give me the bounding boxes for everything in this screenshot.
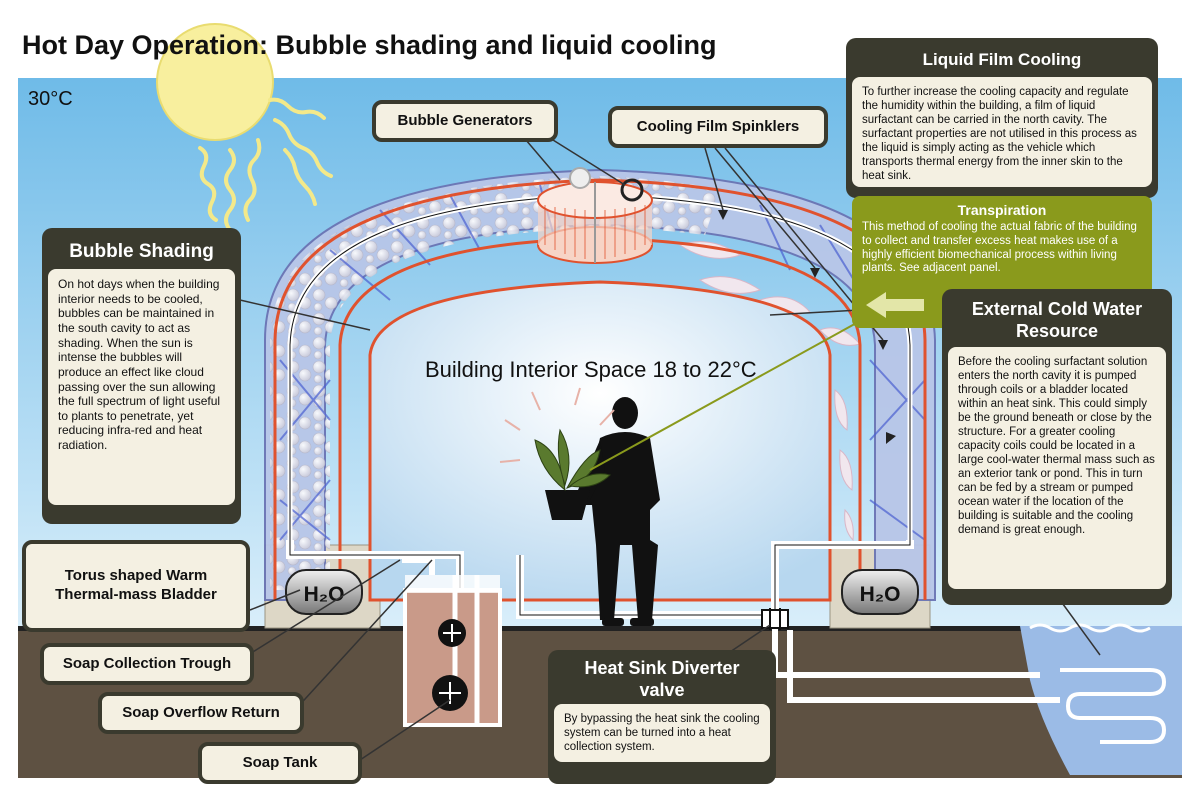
callout-soap-collection-trough-label: Soap Collection Trough (62, 654, 232, 672)
sprinkler-nozzles (718, 210, 896, 444)
callout-bubble-generators: Bubble Generators (372, 100, 558, 142)
callout-soap-tank: Soap Tank (198, 742, 362, 784)
liquid-film-droplets (678, 241, 861, 542)
panel-liquid-film-cooling-body: To further increase the cooling capacity… (852, 76, 1152, 187)
panel-heat-sink-diverter: Heat Sink Diverter valve By bypassing th… (548, 650, 776, 784)
panel-liquid-film-cooling-title: Liquid Film Cooling (922, 50, 1082, 69)
callout-bubble-generators-label: Bubble Generators (397, 111, 533, 129)
pond (1020, 626, 1182, 775)
callout-torus-bladder-label: Torus shaped Warm Thermal-mass Bladder (55, 567, 217, 603)
callout-soap-overflow-return-label: Soap Overflow Return (122, 703, 280, 721)
panel-bubble-shading-body: On hot days when the building interior n… (48, 269, 235, 506)
heat-sink-coils (1060, 668, 1167, 744)
pond-waves (1029, 623, 1151, 633)
soap-pipes (286, 540, 1060, 703)
h2o-bladder-left (285, 569, 363, 615)
outside-temperature: 30°C (28, 88, 73, 110)
bubble-generator (537, 167, 653, 264)
diverter-valve (761, 608, 789, 630)
callout-cooling-film-sprinklers: Cooling Film Spinklers (608, 106, 828, 148)
panel-heat-sink-diverter-title: Heat Sink Diverter valve (584, 658, 740, 700)
callout-soap-collection-trough: Soap Collection Trough (40, 643, 254, 685)
transpiration-pointer (589, 309, 881, 471)
panel-transpiration-title: Transpiration (957, 202, 1047, 218)
transpiration-arrow-icon (866, 292, 924, 318)
callout-soap-tank-label: Soap Tank (242, 753, 318, 771)
panel-bubble-shading-title: Bubble Shading (69, 241, 214, 262)
soap-tank (403, 575, 502, 727)
h2o-bladder-right (841, 569, 919, 615)
panel-external-cold-water-title: External Cold Water Resource (971, 299, 1143, 341)
lattice-structure (279, 184, 926, 541)
ground-surface-line (18, 626, 1182, 631)
panel-heat-sink-diverter-body: By bypassing the heat sink the cooling s… (554, 703, 770, 762)
panel-external-cold-water: External Cold Water Resource Before the … (942, 289, 1172, 605)
bubble-cavity (270, 176, 720, 590)
h2o-label-right: H₂O (860, 583, 901, 606)
callout-torus-bladder: Torus shaped Warm Thermal-mass Bladder (22, 540, 250, 632)
page-title: Hot Day Operation: Bubble shading and li… (22, 30, 717, 60)
h2o-label-left: H₂O (304, 583, 345, 606)
callout-soap-overflow-return: Soap Overflow Return (98, 692, 304, 734)
panel-liquid-film-cooling: Liquid Film Cooling To further increase … (846, 38, 1158, 198)
panel-transpiration-body: This method of cooling the actual fabric… (862, 221, 1137, 275)
panel-bubble-shading: Bubble Shading On hot days when the buil… (42, 228, 241, 524)
callout-cooling-film-sprinklers-label: Cooling Film Spinklers (636, 117, 800, 135)
panel-external-cold-water-body: Before the cooling surfactant solution e… (948, 346, 1166, 589)
interior-label: Building Interior Space 18 to 22°C (425, 357, 757, 382)
sun-icon (156, 23, 333, 232)
plant-icon (499, 387, 615, 520)
